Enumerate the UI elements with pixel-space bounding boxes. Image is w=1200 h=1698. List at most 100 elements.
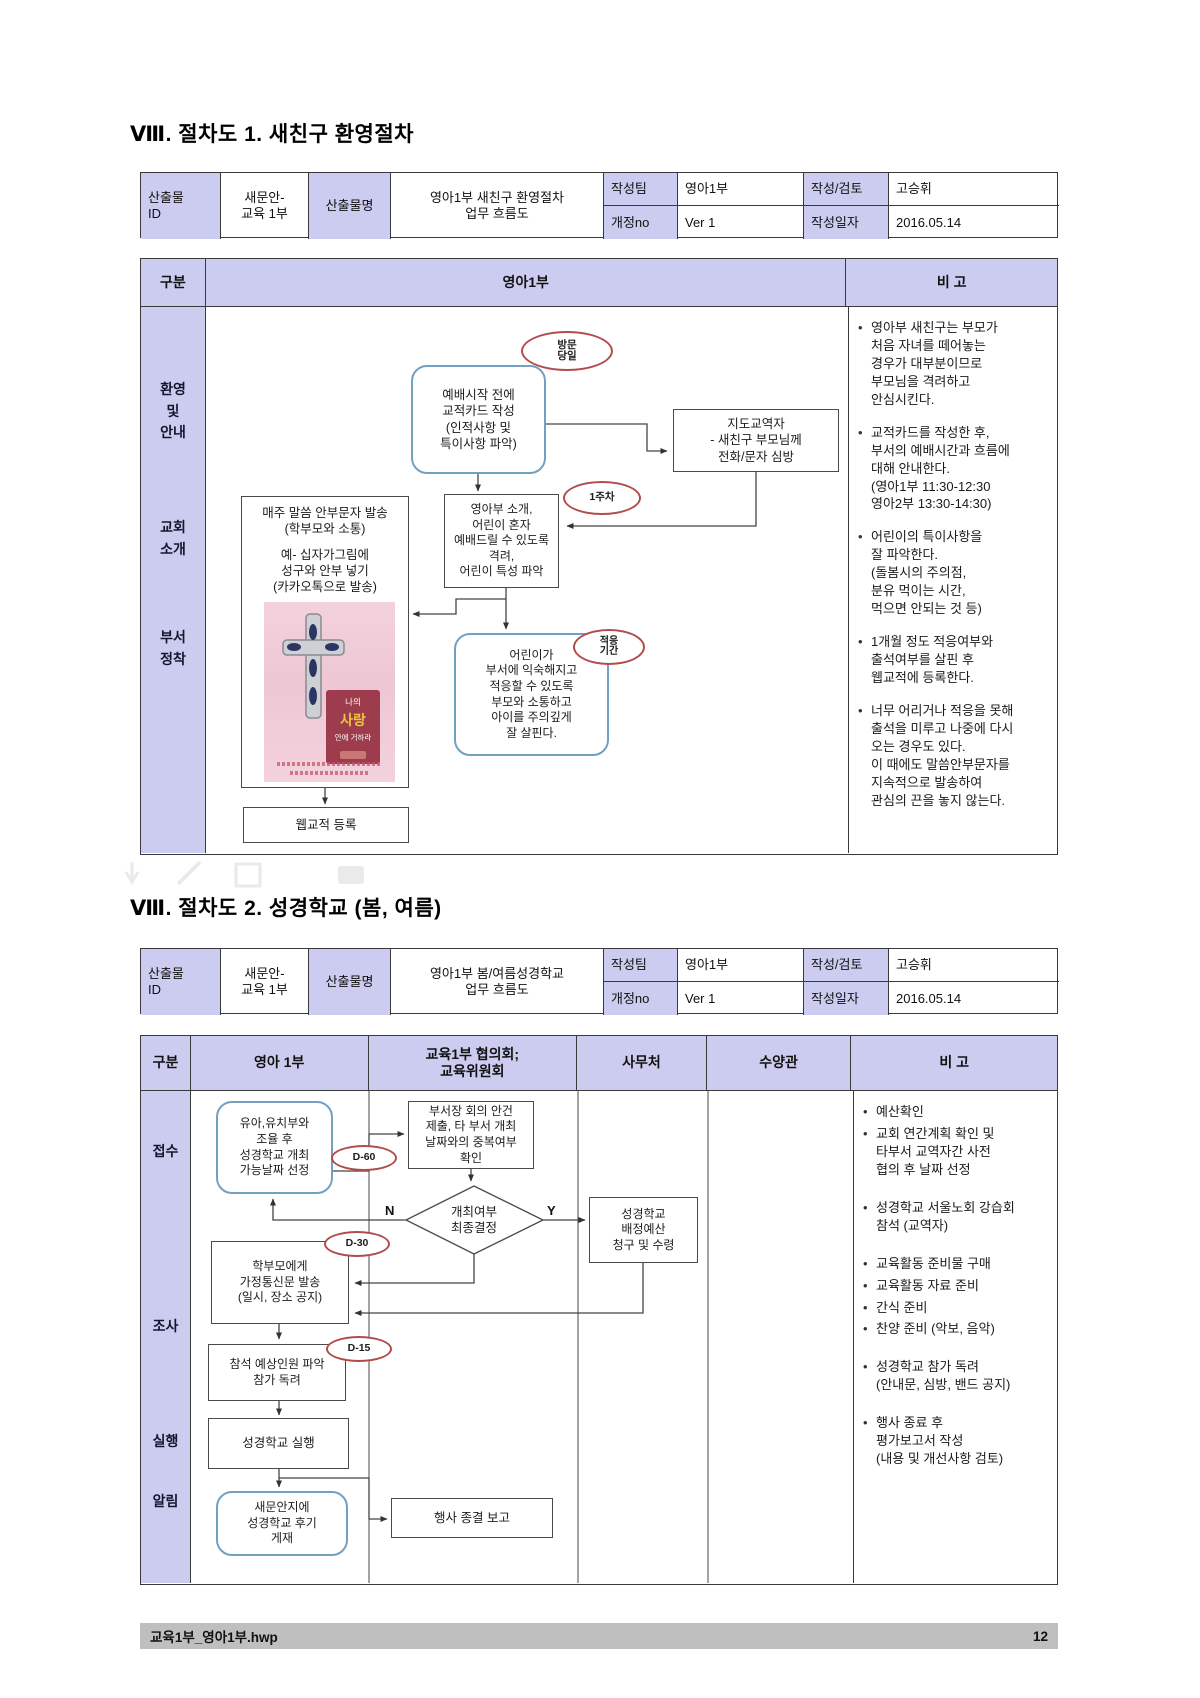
section2-meta-table: 산출물 ID 새문안- 교육 1부 산출물명 영아1부 봄/여름성경학교 업무 … [140, 948, 1059, 1015]
meta-name-value: 영아1부 새친구 환영절차 업무 흐름도 [391, 173, 604, 239]
flow-box-closing-report: 행사 종결 보고 [391, 1498, 553, 1538]
section1-table-body: 환영 및 안내 교회 소개 부서 정착 예배시작 전에 교적카드 작성 (인적사… [141, 307, 1057, 853]
note-item: 교회 연간계획 확인 및 타부서 교역자간 사전 협의 후 날짜 선정 [863, 1125, 1053, 1179]
meta-review-label: 작성/검토 [804, 949, 889, 982]
book-badge [340, 750, 366, 759]
meta-id-label: 산출물 ID [141, 949, 221, 1015]
flow-box-newsletter: 학부모에게 가정통신문 발송 (일시, 장소 공지) [211, 1241, 349, 1324]
note-group: 교육활동 준비물 구매 교육활동 자료 준비 간식 준비 찬양 준비 (악보, … [863, 1255, 1053, 1339]
weekly-message-example-text: 예- 십자가그림에 성구와 안부 넣기 (카카오톡으로 발송) [273, 547, 377, 595]
flow-box-date-selection: 유아,유치부와 조율 후 성경학교 개최 가능날짜 선정 [216, 1101, 333, 1194]
meta-rev-value: Ver 1 [678, 982, 804, 1015]
col-note: 비 고 [936, 273, 967, 290]
flow-box-department-intro: 영아부 소개, 어린이 혼자 예배드릴 수 있도록 격려, 어린이 특성 파악 [444, 494, 559, 588]
meta-date-value: 2016.05.14 [896, 990, 962, 1006]
section1-flow-table: 구분 영아1부 비 고 환영 및 안내 교회 소개 부서 정착 [140, 258, 1058, 855]
faint-watermark-marks [124, 860, 364, 888]
lane-survey: 조사 [152, 1318, 179, 1334]
note-item: 행사 종료 후 평가보고서 작성 (내용 및 개선사항 검토) [863, 1414, 1053, 1468]
timing-oval-week1: 1주차 [563, 481, 641, 515]
col-retreat-center: 수양관 [707, 1036, 852, 1090]
lane-execution: 실행 [152, 1433, 179, 1449]
lane-church-intro: 교회 소개 [160, 519, 186, 557]
flow-box-magazine-review: 새문안지에 성경학교 후기 게재 [216, 1491, 348, 1556]
meta-id-value: 새문안- 교육 1부 [221, 173, 309, 239]
section2-table-body: 접수 조사 실행 알림 [141, 1091, 1057, 1583]
timing-oval-d60: D-60 [331, 1145, 397, 1171]
meta-name-label: 산출물명 [309, 173, 391, 239]
footer-filename: 교육1부_영아1부.hwp [150, 1630, 278, 1645]
page-footer: 교육1부_영아1부.hwp 12 [140, 1623, 1058, 1649]
note-item: 간식 준비 [863, 1299, 1053, 1317]
decision-diamond-label: 개최여부 최종결정 [450, 1204, 497, 1235]
meta-id-value: 새문안- 교육 1부 [221, 949, 309, 1015]
decision-yes-label: Y [547, 1203, 556, 1218]
note-item: 너무 어리거나 적응을 못해 출석을 미루고 나중에 다시 오는 경우도 있다.… [858, 702, 1053, 810]
note-group: 성경학교 참가 독려 (안내문, 심방, 밴드 공지) [863, 1358, 1053, 1394]
col-yeongah: 영아 1부 [191, 1036, 369, 1090]
card-caption-line-1 [277, 762, 382, 766]
meta-id-label: 산출물 ID [141, 173, 221, 239]
flow-box-budget-request: 성경학교 배정예산 청구 및 수령 [589, 1197, 698, 1263]
section2-gubun-column: 접수 조사 실행 알림 [141, 1091, 191, 1583]
cross-icon [282, 613, 345, 719]
timing-oval-adaptation-period: 적응 기간 [573, 629, 645, 665]
section2-title: Ⅷ. 절차도 2. 성경학교 (봄, 여름) [130, 897, 442, 920]
col-gubun: 구분 [141, 259, 206, 306]
meta-rev-label: 개정no [604, 982, 678, 1015]
lane-welcome: 환영 및 안내 [160, 381, 186, 441]
meta-name-label: 산출물명 [309, 949, 391, 1015]
flow-box-bible-school-execution: 성경학교 실행 [208, 1418, 349, 1469]
meta-name-value: 영아1부 봄/여름성경학교 업무 흐름도 [391, 949, 604, 1015]
meta-review-value: 고승휘 [889, 173, 1059, 206]
note-item: 성경학교 참가 독려 (안내문, 심방, 밴드 공지) [863, 1358, 1053, 1394]
flow-box-web-register: 웹교적 등록 [243, 807, 409, 843]
footer-page-number: 12 [1032, 1628, 1048, 1644]
flow-box-agenda-submission: 부서장 회의 안건 제출, 타 부서 개최 날짜와의 중복여부 확인 [408, 1101, 534, 1169]
col-main: 영아1부 [206, 259, 847, 306]
section2-flow-table: 구분 영아 1부 교육1부 협의회; 교육위원회 사무처 수양관 비 고 접수 … [140, 1035, 1058, 1585]
note-group: 행사 종료 후 평가보고서 작성 (내용 및 개선사항 검토) [863, 1414, 1053, 1468]
weekly-message-text: 매주 말씀 안부문자 발송 (학부모와 소통) [262, 506, 388, 537]
timing-oval-d30: D-30 [324, 1231, 390, 1257]
devotional-book-cover: 나의 사랑 안에 거하라 [326, 690, 380, 764]
decision-no-label: N [385, 1203, 395, 1218]
section2-table-header: 구분 영아 1부 교육1부 협의회; 교육위원회 사무처 수양관 비 고 [141, 1036, 1057, 1091]
book-line1: 나의 [345, 697, 361, 707]
section1-gubun-column: 환영 및 안내 교회 소개 부서 정착 [141, 307, 206, 853]
timing-oval-d15: D-15 [326, 1336, 392, 1362]
meta-review-value: 고승휘 [889, 949, 1059, 982]
note-item: 교육활동 준비물 구매 [863, 1255, 1053, 1273]
note-item: 영아부 새친구는 부모가 처음 자녀를 떼어놓는 경우가 대부분이므로 부모님을… [858, 319, 1053, 409]
col-note: 비 고 [939, 1054, 970, 1071]
col-office: 사무처 [577, 1036, 707, 1090]
meta-team-value: 영아1부 [678, 949, 804, 982]
flow-box-pastor-contact: 지도교역자 - 새친구 부모님께 전화/문자 심방 [673, 409, 839, 472]
section1-note-column: 영아부 새친구는 부모가 처음 자녀를 떼어놓는 경우가 대부분이므로 부모님을… [848, 307, 1059, 853]
col-gubun: 구분 [141, 1036, 191, 1090]
card-caption-line-2 [290, 771, 369, 775]
meta-date-label: 작성일자 [804, 206, 889, 239]
flow-box-weekly-message: 매주 말씀 안부문자 발송 (학부모와 소통) 예- 십자가그림에 성구와 안부… [241, 496, 409, 788]
meta-team-label: 작성팀 [604, 949, 678, 982]
kakao-cross-card-image: 나의 사랑 안에 거하라 [264, 602, 395, 782]
col-council: 교육1부 협의회; 교육위원회 [369, 1036, 578, 1090]
note-group: 성경학교 서울노회 강습회 참석 (교역자) [863, 1199, 1053, 1235]
section1-title: Ⅷ. 절차도 1. 새친구 환영절차 [130, 123, 415, 146]
section1-connectors [322, 423, 757, 805]
meta-team-label: 작성팀 [604, 173, 678, 206]
note-item: 성경학교 서울노회 강습회 참석 (교역자) [863, 1199, 1053, 1235]
section1-table-header: 구분 영아1부 비 고 [141, 259, 1057, 307]
lane-settlement: 부서 정착 [160, 629, 186, 667]
note-item: 1개월 정도 적응여부와 출석여부를 살핀 후 웹교적에 등록한다. [858, 633, 1053, 687]
note-item: 찬양 준비 (악보, 음악) [863, 1320, 1053, 1338]
note-item: 교적카드를 작성한 후, 부서의 예배시간과 흐름에 대해 안내한다. (영아1… [858, 424, 1053, 514]
section1-meta-table: 산출물 ID 새문안- 교육 1부 산출물명 영아1부 새친구 환영절차 업무 … [140, 172, 1059, 239]
meta-date-label: 작성일자 [804, 982, 889, 1015]
flow-box-membership-card: 예배시작 전에 교적카드 작성 (인적사항 및 특이사항 파악) [411, 365, 546, 474]
book-line3: 안에 거하라 [334, 733, 372, 743]
lane-announcement: 알림 [152, 1493, 179, 1509]
note-item: 교육활동 자료 준비 [863, 1277, 1053, 1295]
note-item: 예산확인 [863, 1103, 1053, 1121]
